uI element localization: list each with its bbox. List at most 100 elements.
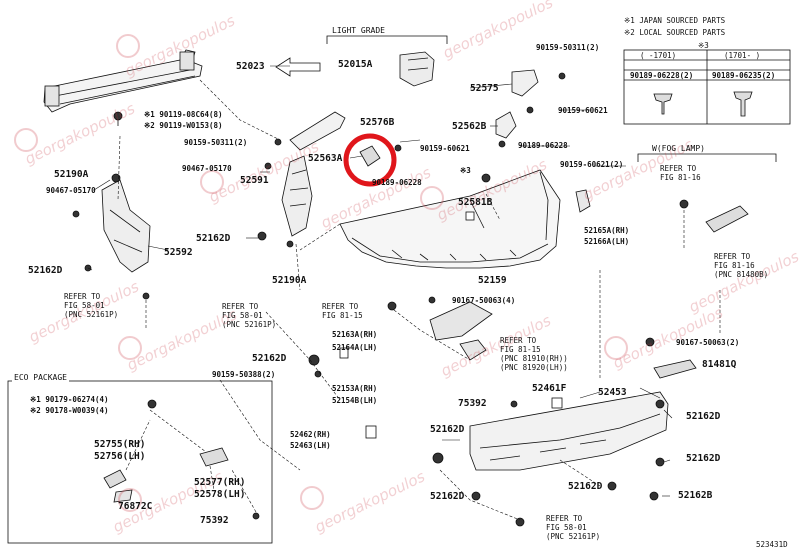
- label-90119-w0153: ※2 90119-W0153(8): [144, 121, 223, 130]
- label-52577: 52577(RH): [194, 477, 246, 488]
- label-52023: 52023: [236, 61, 265, 72]
- reinforcement-52023: [43, 49, 203, 113]
- watermark-logo-4: [420, 186, 444, 210]
- bolt-90119: [113, 111, 123, 126]
- label-52576B: 52576B: [360, 117, 395, 128]
- bumper-cover-52159: [339, 169, 561, 269]
- label-75392-b: 75392: [200, 515, 229, 526]
- label-90189-06228-b: 90189-06228: [372, 178, 422, 187]
- label-52162D-h: 52162D: [430, 491, 465, 502]
- label-90159-50388: 90159-50388(2): [212, 370, 276, 379]
- ref-1-line-3: (PNC 52161P): [64, 310, 119, 319]
- watermark-logo-7: [118, 488, 142, 512]
- watermark-logo-1: [116, 34, 140, 58]
- ref-2-line-2: FIG 58-01: [222, 311, 263, 320]
- label-52165A: 52165A(RH): [584, 226, 630, 235]
- label-52578: 52578(LH): [194, 489, 246, 500]
- header-fog-lamp: W(FOG LAMP): [652, 144, 705, 153]
- label-90167-50063-a: 90167-50063(4): [452, 296, 516, 305]
- bracket-52592: [72, 173, 151, 300]
- legend-table: [623, 49, 791, 125]
- label-52592: 52592: [164, 247, 193, 258]
- label-52162D-g: 52162D: [568, 481, 603, 492]
- ref-5: REFER TO FIG 81-16: [660, 164, 701, 182]
- bracket-52591: [264, 155, 313, 237]
- leader-solid: [87, 65, 673, 497]
- bracket-52562B: [495, 111, 517, 148]
- label-52162B: 52162B: [678, 490, 713, 501]
- label-52463: 52463(LH): [290, 441, 331, 450]
- ref-1-line-2: FIG 58-01: [64, 301, 105, 310]
- ref-6-line-3: (PNC 81480B): [714, 270, 769, 279]
- watermark-logo-6: [604, 336, 628, 360]
- label-52756: 52756(LH): [94, 451, 146, 462]
- ref-2-line-1: REFER TO: [222, 302, 259, 311]
- label-52153A: 52153A(RH): [332, 384, 378, 393]
- legend-col1-part: 90189-06228(2): [630, 71, 694, 80]
- label-90167-50063-b: 90167-50063(2): [676, 338, 740, 347]
- light-grade-bracket: [326, 35, 448, 44]
- label-52162D-b: 52162D: [28, 265, 63, 276]
- watermark-logo-8: [300, 486, 324, 510]
- label-52581B: 52581B: [458, 197, 493, 208]
- label-81481Q: 81481Q: [702, 359, 737, 370]
- label-52164A: 52164A(LH): [332, 343, 378, 352]
- label-90189-06228-a: 90189-06228: [518, 141, 568, 150]
- ref-2-line-3: (PNC 52161P): [222, 320, 277, 329]
- leader-lines: [117, 79, 721, 521]
- label-52162D-f: 52162D: [686, 453, 721, 464]
- label-52562B: 52562B: [452, 121, 487, 132]
- legend-local: ※2 LOCAL SOURCED PARTS: [624, 28, 726, 37]
- label-52563A: 52563A: [308, 153, 343, 164]
- watermark-logo-2: [14, 128, 38, 152]
- figure-code: 523431D: [756, 540, 788, 549]
- bracket-52015A: [399, 51, 435, 87]
- ref-6: REFER TO FIG 81-16 (PNC 81480B): [714, 252, 768, 279]
- ref-3-line-1: REFER TO: [322, 302, 359, 311]
- label-90159-60621-a: 90159-60621: [558, 106, 608, 115]
- watermark-logo-5: [118, 336, 142, 360]
- ref-4-line-4: (PNC 81920(LH)): [500, 363, 568, 372]
- label-52575: 52575: [470, 83, 499, 94]
- label-52162D-c: 52162D: [252, 353, 287, 364]
- reflector-52163A: [387, 296, 493, 361]
- fog-lamp: [645, 199, 749, 379]
- label-52166A: 52166A(LH): [584, 237, 630, 246]
- label-star3: ※3: [460, 166, 471, 175]
- label-52462: 52462(RH): [290, 430, 331, 439]
- label-eco-1: ※1 90179-06274(4): [30, 395, 109, 404]
- label-90467-05170-a: 90467-05170: [182, 164, 232, 173]
- ref-4-line-2: FIG 81-15: [500, 345, 541, 354]
- ref-1-line-1: REFER TO: [64, 292, 101, 301]
- label-52154B: 52154B(LH): [332, 396, 378, 405]
- header-light-grade: LIGHT GRADE: [332, 26, 385, 35]
- ref-2: REFER TO FIG 58-01 (PNC 52161P): [222, 302, 276, 329]
- legend-col2-head: (1701- ): [724, 51, 761, 60]
- fog-lamp-bracket: [637, 153, 777, 162]
- label-90119-08c64: ※1 90119-08C64(8): [144, 110, 223, 119]
- watermark-logo-3: [200, 170, 224, 194]
- label-52190A-b: 52190A: [272, 275, 307, 286]
- clip-52563A: [359, 144, 402, 167]
- bracket-52575: [511, 69, 566, 114]
- highlight-circle: [343, 133, 397, 187]
- ref-5-line-1: REFER TO: [660, 164, 697, 173]
- label-90467-05170-b: 90467-05170: [46, 186, 96, 195]
- ref-7-line-2: FIG 58-01: [546, 523, 587, 532]
- label-52461F: 52461F: [532, 383, 567, 394]
- label-52162D-a: 52162D: [196, 233, 231, 244]
- label-52163A: 52163A(RH): [332, 330, 378, 339]
- legend-col2-part: 90189-06235(2): [712, 71, 776, 80]
- ref-7-line-3: (PNC 52161P): [546, 532, 601, 541]
- ref-3-line-2: FIG 81-15: [322, 311, 363, 320]
- eco-package-box: [7, 380, 273, 544]
- ref-4-line-3: (PNC 81910(RH)): [500, 354, 568, 363]
- ref-4-line-1: REFER TO: [500, 336, 537, 345]
- label-90159-60621-c: 90159-60621(2): [560, 160, 624, 169]
- label-52015A: 52015A: [338, 59, 373, 70]
- ref-4: REFER TO FIG 81-15 (PNC 81910(RH)) (PNC …: [500, 336, 568, 372]
- label-76872C: 76872C: [118, 501, 153, 512]
- label-52162D-d: 52162D: [686, 411, 721, 422]
